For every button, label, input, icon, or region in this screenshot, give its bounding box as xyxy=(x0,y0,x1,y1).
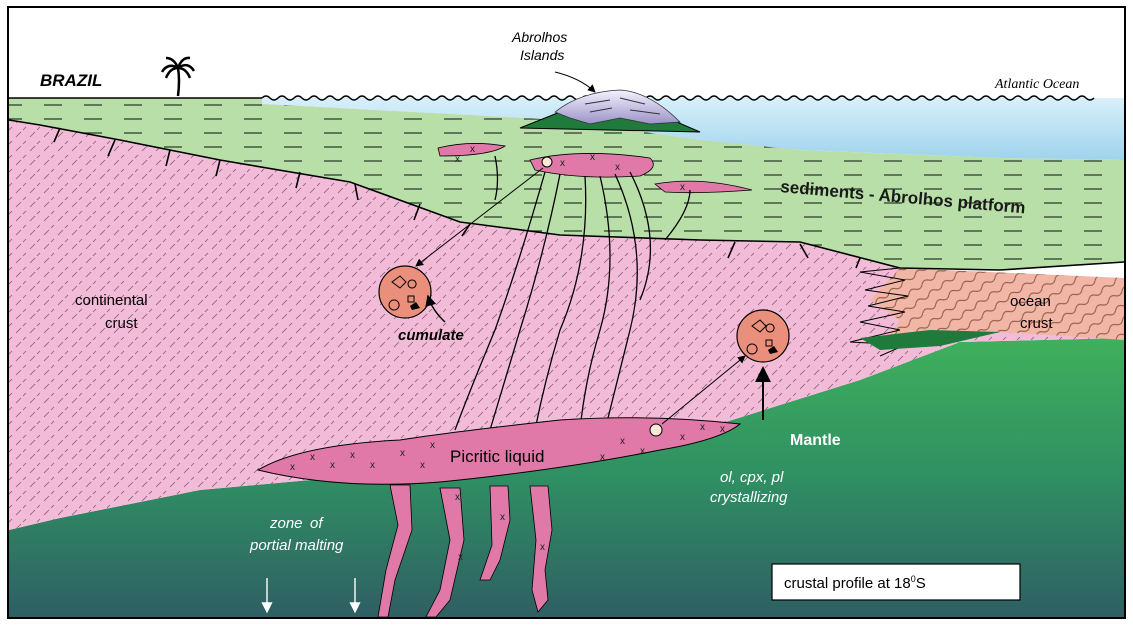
label-picritic-liquid: Picritic liquid xyxy=(450,447,544,466)
svg-text:x: x xyxy=(458,552,463,563)
svg-text:x: x xyxy=(400,448,405,459)
label-continental-1: continental xyxy=(75,292,148,309)
svg-text:x: x xyxy=(430,440,435,451)
svg-text:x: x xyxy=(420,460,425,471)
svg-text:x: x xyxy=(455,492,460,503)
label-abrolhos-1: Abrolhos xyxy=(511,29,567,45)
svg-text:x: x xyxy=(540,542,545,553)
svg-text:x: x xyxy=(290,462,295,473)
svg-text:x: x xyxy=(590,152,595,163)
label-zone-2: of xyxy=(310,515,324,532)
svg-text:x: x xyxy=(700,422,705,433)
svg-text:x: x xyxy=(455,154,460,165)
label-crystallizing-2: crystallizing xyxy=(710,489,788,506)
label-zone-3: portial malting xyxy=(249,537,344,554)
svg-text:x: x xyxy=(500,512,505,523)
label-ocean-2: crust xyxy=(1020,315,1053,332)
sample-circle-magma xyxy=(650,424,662,436)
svg-text:x: x xyxy=(680,432,685,443)
label-abrolhos-2: Islands xyxy=(520,47,564,63)
svg-text:x: x xyxy=(310,452,315,463)
label-continental-2: crust xyxy=(105,315,138,332)
svg-text:x: x xyxy=(720,424,725,435)
svg-text:x: x xyxy=(640,446,645,457)
svg-text:x: x xyxy=(560,158,565,169)
label-cumulate: cumulate xyxy=(398,327,464,344)
svg-text:x: x xyxy=(615,162,620,173)
svg-text:x: x xyxy=(620,436,625,447)
svg-text:x: x xyxy=(470,144,475,155)
label-crystallizing-1: ol, cpx, pl xyxy=(720,469,784,486)
svg-text:x: x xyxy=(350,450,355,461)
cumulate-circle-icon xyxy=(379,266,431,318)
label-atlantic-ocean: Atlantic Ocean xyxy=(994,77,1079,92)
label-brazil: BRAZIL xyxy=(40,71,102,90)
sample-circle-sill xyxy=(542,157,552,167)
svg-text:x: x xyxy=(600,452,605,463)
label-ocean-1: ocean xyxy=(1010,293,1051,310)
svg-text:x: x xyxy=(330,460,335,471)
label-mantle: Mantle xyxy=(790,432,841,449)
label-zone-1: zone xyxy=(269,515,303,532)
label-profile: crustal profile at 180S xyxy=(784,574,926,592)
svg-text:x: x xyxy=(680,182,685,193)
svg-text:x: x xyxy=(370,460,375,471)
cumulate-circle-mantle-icon xyxy=(737,310,789,362)
